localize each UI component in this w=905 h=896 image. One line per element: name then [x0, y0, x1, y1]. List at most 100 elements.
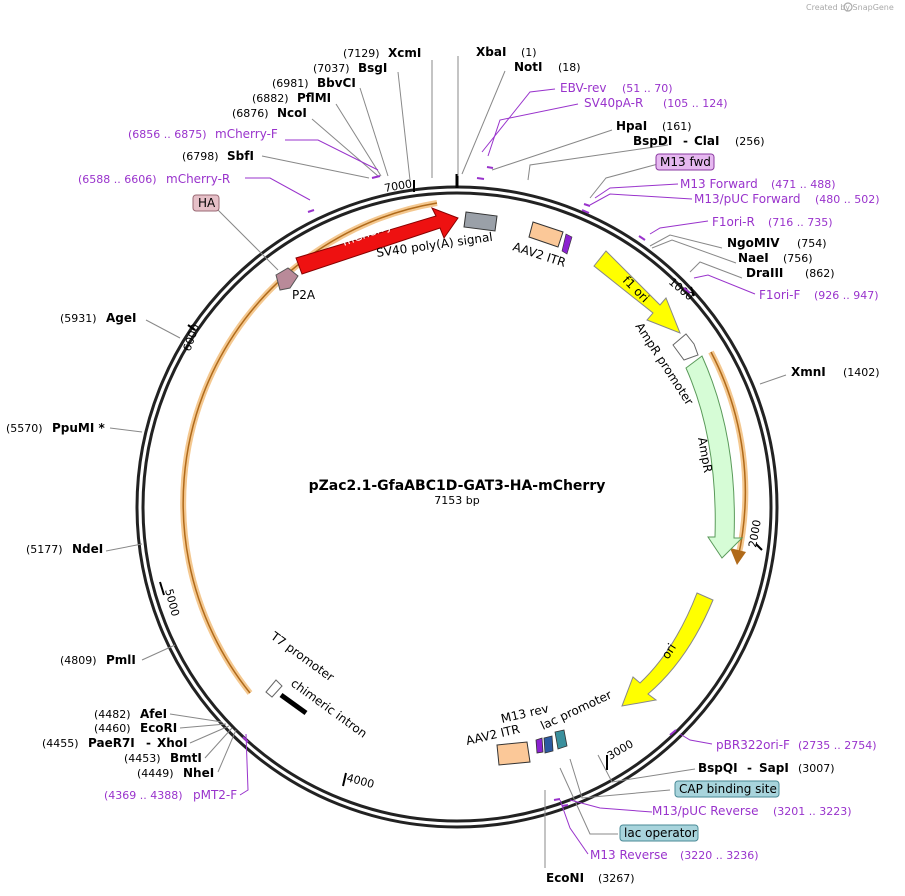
- site-xbai: XbaI: [476, 45, 506, 59]
- primer-pmt2-f-pos: (4369 .. 4388): [104, 789, 183, 802]
- length-ticks: [159, 180, 763, 787]
- site-bsgi-pos: (7037): [313, 62, 350, 75]
- site-bspqi-pos: (3007): [798, 762, 835, 775]
- lac-operator-box: [619, 824, 699, 842]
- feature-ampr-label: AmpR: [695, 436, 715, 474]
- feature-ampr: [685, 355, 744, 559]
- feature-m13-rev-mark: [535, 737, 544, 754]
- feature-t7-label: T7 promoter: [267, 629, 336, 685]
- primer-pmt2-f: pMT2-F: [193, 788, 237, 802]
- site-sbfi-pos: (6798): [182, 150, 219, 163]
- m13-fwd-box: [655, 153, 715, 171]
- primer-ebv-rev-pos: (51 .. 70): [622, 82, 673, 95]
- primer-marks: [242, 166, 691, 807]
- site-separator-2: -: [146, 736, 151, 750]
- site-draiii-pos: (862): [805, 267, 835, 280]
- feature-itr-top-marker: [561, 233, 573, 255]
- site-naei-pos: (756): [783, 252, 813, 265]
- site-naei: NaeI: [738, 251, 769, 265]
- site-ppumi-pos: (5570): [6, 422, 43, 435]
- primer-f1ori-r: F1ori-R: [712, 215, 755, 229]
- site-bspqi: BspQI: [698, 761, 738, 775]
- primer-f1ori-f-pos: (926 .. 947): [814, 289, 879, 302]
- site-ecori-pos: (4460): [94, 722, 131, 735]
- primer-mcherry-r: mCherry-R: [166, 172, 230, 186]
- feature-aav2-itr-bottom: [496, 741, 531, 766]
- primer-m13puc-reverse: M13/pUC Reverse: [652, 804, 759, 818]
- primer-mcherry-r-pos: (6588 .. 6606): [78, 173, 157, 186]
- site-bbvci-pos: (6981): [272, 77, 309, 90]
- cap-binding-site-label: CAP binding site: [679, 782, 777, 796]
- snapgene-credit: Created by SnapGene: [806, 3, 894, 12]
- feature-ampr-promoter: [672, 333, 699, 361]
- orf-arc-right-head: [730, 548, 746, 565]
- site-xcmi: XcmI: [388, 46, 421, 60]
- primer-pbr322ori-f: pBR322ori-F: [716, 738, 790, 752]
- primer-mcherry-f: mCherry-F: [215, 127, 278, 141]
- tick-5000: 5000: [162, 587, 182, 617]
- site-sapi: SapI: [759, 761, 789, 775]
- site-nhei: NheI: [183, 766, 214, 780]
- site-econi: EcoNI: [546, 871, 584, 885]
- site-pflmi: PflMI: [297, 91, 331, 105]
- site-pflmi-pos: (6882): [252, 92, 289, 105]
- site-xmni: XmnI: [791, 365, 826, 379]
- orf-arc-left-line: [182, 202, 438, 694]
- site-econi-pos: (3267): [598, 872, 635, 885]
- primer-f1ori-r-pos: (716 .. 735): [768, 216, 833, 229]
- primer-sv40pa-r: SV40pA-R: [584, 96, 643, 110]
- site-separator: -: [683, 134, 688, 148]
- site-ncoi: NcoI: [277, 106, 307, 120]
- feature-ori: [621, 592, 714, 707]
- site-paer7i-pos: (4455): [42, 737, 79, 750]
- primer-m13-reverse: M13 Reverse: [590, 848, 668, 862]
- site-bspdi: BspDI: [633, 134, 672, 148]
- site-pmli-pos: (4809): [60, 654, 97, 667]
- site-bsgi: BsgI: [358, 61, 387, 75]
- primer-pbr322ori-f-pos: (2735 .. 2754): [798, 739, 877, 752]
- primer-ebv-rev: EBV-rev: [560, 81, 606, 95]
- site-ecori: EcoRI: [140, 721, 177, 735]
- feature-f1-ori: [593, 250, 681, 334]
- site-afei-pos: (4482): [94, 708, 131, 721]
- feature-lac-operator-mark: [543, 735, 554, 754]
- primer-m13puc-forward: M13/pUC Forward: [694, 192, 801, 206]
- site-sbfi: SbfI: [227, 149, 254, 163]
- site-paer7i: PaeR7I: [88, 736, 135, 750]
- feature-sv40-polya: [463, 211, 498, 232]
- primer-sv40pa-r-pos: (105 .. 124): [663, 97, 728, 110]
- feature-mcherry: [295, 207, 459, 275]
- site-hpai: HpaI: [616, 119, 647, 133]
- site-draiii: DraIII: [746, 266, 783, 280]
- feature-ampr-promoter-label: AmpR promoter: [632, 320, 696, 408]
- ha-box: [192, 194, 220, 212]
- site-noti-pos: (18): [558, 61, 581, 74]
- primer-m13puc-reverse-pos: (3201 .. 3223): [773, 805, 852, 818]
- primer-m13puc-forward-pos: (480 .. 502): [815, 193, 880, 206]
- feature-aav2-itr-top: [528, 221, 564, 248]
- primer-leader-lines: [239, 88, 756, 855]
- plasmid-length: 7153 bp: [434, 494, 479, 507]
- primer-f1ori-f: F1ori-F: [759, 288, 800, 302]
- primer-m13-forward-pos: (471 .. 488): [771, 178, 836, 191]
- lac-operator-label: lac operator: [624, 826, 697, 840]
- m13-fwd-label: M13 fwd: [660, 155, 711, 169]
- feature-lac-promoter-label: lac promoter: [538, 688, 614, 733]
- tick-2000: 2000: [746, 519, 764, 549]
- site-bmti-pos: (4453): [124, 752, 161, 765]
- site-pmli: PmlI: [106, 653, 136, 667]
- tick-4000: 4000: [345, 771, 375, 791]
- site-bbvci: BbvCI: [317, 76, 356, 90]
- site-ppumi: PpuMI *: [52, 421, 106, 435]
- primer-m13-reverse-pos: (3220 .. 3236): [680, 849, 759, 862]
- site-ncoi-pos: (6876): [232, 107, 269, 120]
- orf-arc-right-line: [710, 351, 747, 559]
- site-ngomiv-pos: (754): [797, 237, 827, 250]
- site-ngomiv: NgoMIV: [727, 236, 780, 250]
- plasmid-name: pZac2.1-GfaABC1D-GAT3-HA-mCherry: [309, 478, 606, 494]
- site-bmti: BmtI: [170, 751, 202, 765]
- orf-arc-left: [180, 200, 438, 695]
- site-bspdi-pos: (256): [735, 135, 765, 148]
- site-ndei: NdeI: [72, 542, 103, 556]
